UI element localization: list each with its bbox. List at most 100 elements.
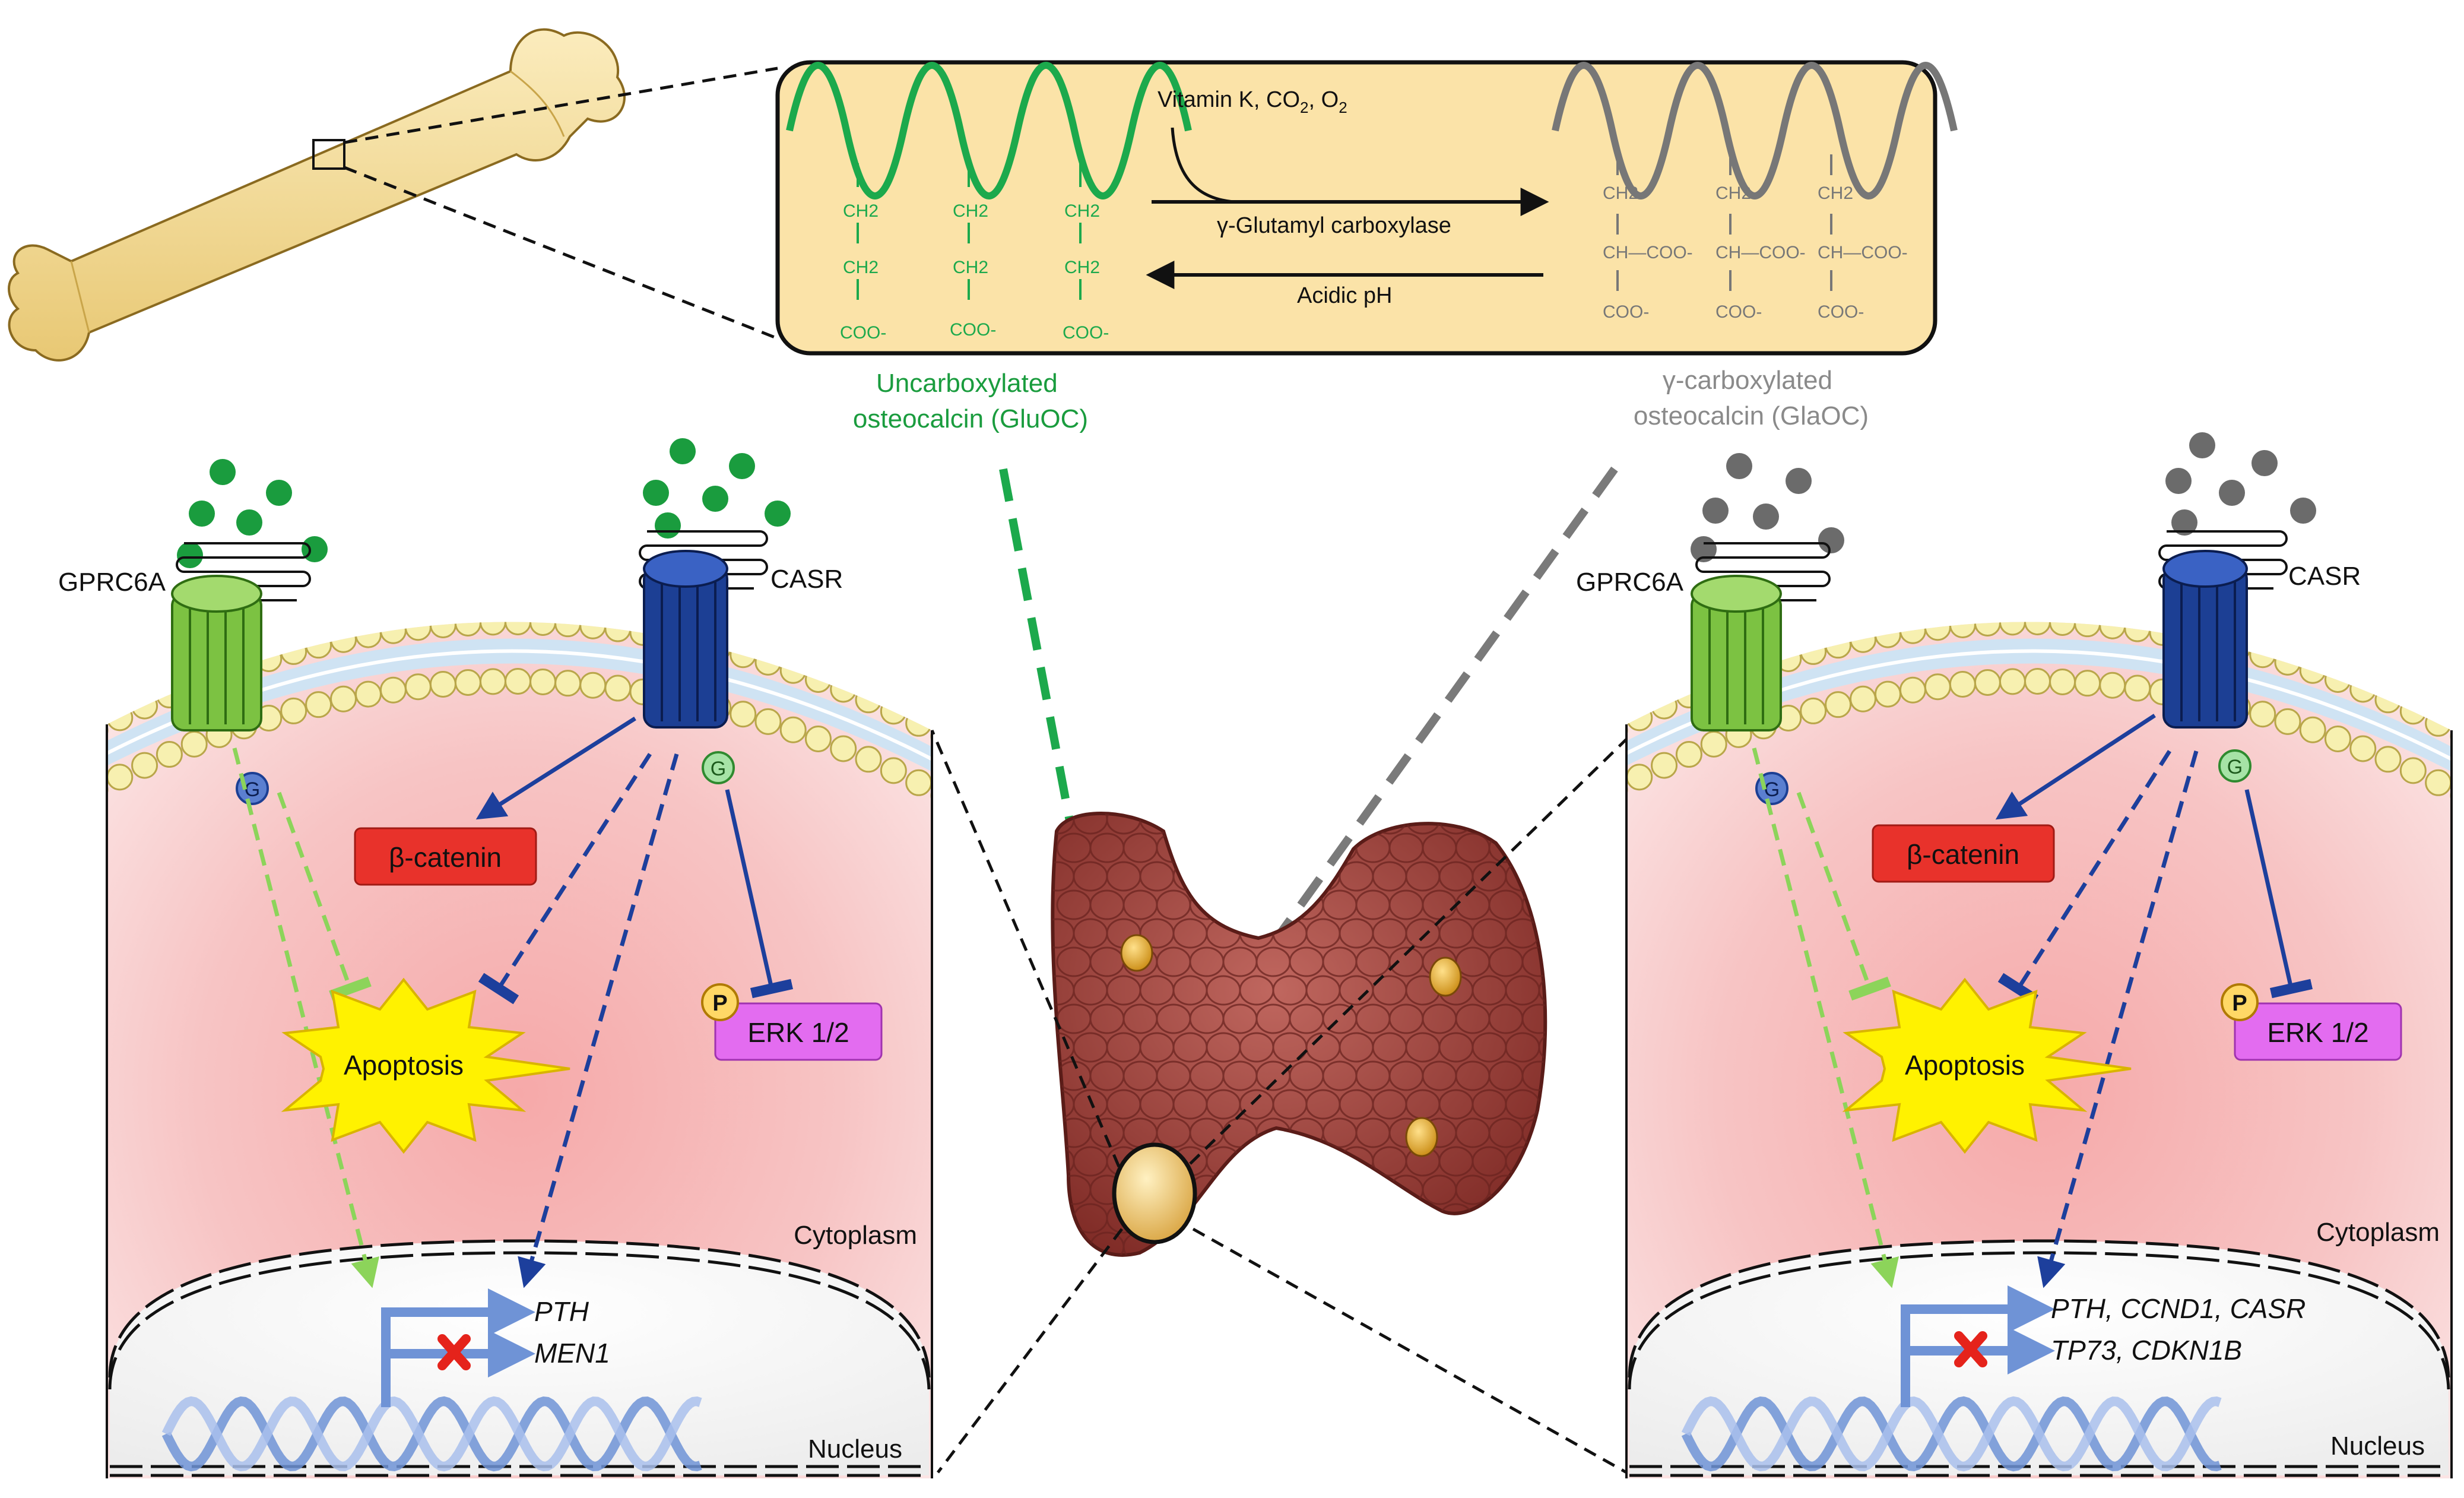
phosphate-badge [701,983,739,1021]
lipid-head [305,691,332,718]
erk-label: ERK 1/2 [2267,1017,2368,1048]
lipid-head [1999,668,2026,695]
lipid-head [855,746,882,773]
lipid-head [354,680,382,708]
lipid-head [505,668,531,695]
lipid-head [2249,641,2276,669]
glu-ch2-1: CH2 [1064,201,1100,221]
bone-sample-box [312,139,345,170]
lipid-head [2024,668,2051,695]
glu-ch2-2: CH2 [953,258,988,277]
phosphate-label: P [712,991,727,1016]
gprc6a-receptor [171,575,262,731]
lipid-head [2299,657,2326,684]
lipid-head [429,622,456,638]
casr-to-beta-catenin-arrow [475,717,636,820]
nucleus-label: Nucleus [808,1434,902,1464]
lipid-head [604,674,632,702]
lipid-head [156,741,183,768]
glaoc-label: γ-carboxylated osteocalcin (GlaOC) [1634,366,1869,430]
lipid-head [1974,669,2001,696]
gla-ch-coo: CH—COO- [1603,243,1693,262]
dna-icon [1681,1396,2222,1472]
lipid-head [2349,676,2377,703]
lipid-head [2099,672,2126,699]
casr-inhibits-apoptosis [478,753,652,1005]
apoptosis-label: Apoptosis [1905,1050,2025,1081]
lipid-head [454,669,481,696]
lipid-head [1800,638,1827,665]
lipid-head [554,622,582,638]
lipid-head [754,708,782,735]
gluoc-molecules [177,438,791,568]
casr-inhibits-apoptosis [1997,750,2171,1005]
glu-side-chains: CH2 CH2 COO- CH2 CH2 COO- CH2 CH2 COO- [840,163,1109,343]
lipid-head [2374,686,2402,714]
gprc6a-to-nucleus-arrow [1752,748,1899,1288]
lipid-head [1999,622,2026,636]
gla-ch2: CH2 [1818,183,1853,203]
lipid-head [529,622,557,636]
lipid-head [779,716,807,743]
lipid-head [330,626,357,653]
gla-coo: COO- [1603,302,1649,322]
lipid-head [379,622,407,644]
casr-label: CASR [2288,562,2361,591]
apoptosis-label: Apoptosis [344,1050,464,1081]
lipid-head [479,622,506,636]
lipid-head [2049,668,2076,695]
g-protein-label: G [1764,778,1780,801]
upregulated-genes: PTH, CCND1, CASR [2051,1293,2306,1324]
gla-ch2: CH2 [1715,183,1751,203]
lipid-head [379,676,407,704]
lipid-head [2124,622,2151,642]
lipid-head [1850,685,1877,712]
gluoc-label: Uncarboxylated osteocalcin (GluOC) [853,369,1088,433]
lipid-head [280,697,307,724]
beta-catenin-label: β-catenin [389,842,502,873]
thyroid-gland-icon [1051,812,1547,1257]
gprc6a-inhibits-apoptosis [1796,791,1891,1001]
upregulated-genes: PTH [534,1296,589,1327]
lipid-head [579,622,607,639]
lipid-head [779,657,807,684]
lipid-head [1874,622,1901,648]
beta-catenin-box [1872,824,2055,883]
lipid-head [1899,676,1926,704]
gprc6a-label: GPRC6A [1576,568,1684,597]
lipid-head [2450,782,2452,809]
lipid-head [1700,730,1727,758]
lipid-head [2074,622,2101,638]
phosphate-badge [2221,983,2259,1021]
lipid-head [529,668,557,695]
lipid-head [2099,622,2126,639]
lipid-head [2249,701,2276,728]
lipid-head [1626,764,1653,791]
gla-ch2: CH2 [1603,183,1638,203]
gprc6a-label: GPRC6A [58,568,166,597]
lipid-head [479,668,506,695]
lipid-head [1974,622,2001,637]
parathyroid-adenoma [1112,1142,1197,1244]
glu-coo: COO- [840,323,886,343]
dna-icon [161,1396,702,1472]
casr-to-beta-catenin-arrow [1995,714,2156,820]
nodule [1405,1117,1438,1157]
beta-catenin-box [354,827,537,886]
casr-receptor [643,550,728,729]
casr-receptor [2162,550,2248,729]
lipid-head [2399,757,2427,784]
glu-ch2-2: CH2 [1064,258,1100,277]
lipid-head [429,670,456,698]
lipid-head [2024,622,2051,635]
g-protein [2218,749,2251,783]
g-protein-label: G [2227,756,2243,778]
g-protein-label: G [245,778,260,801]
lipid-head [2374,746,2402,773]
lipid-head [180,730,208,758]
lipid-head [1626,776,1628,803]
glaoc-molecules [1691,432,2316,562]
nodule [1429,957,1462,997]
cofactor-entry-curve [1171,127,1235,204]
